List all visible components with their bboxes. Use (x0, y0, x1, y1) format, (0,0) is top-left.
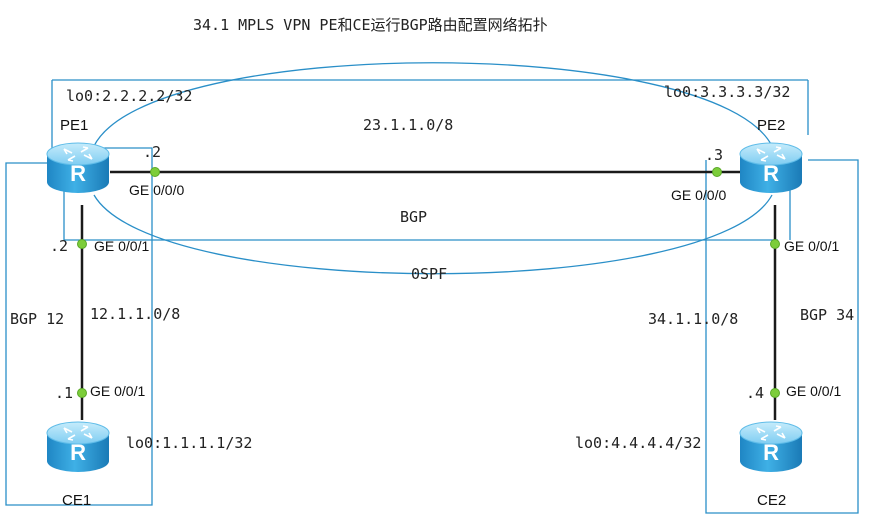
pe1-name: PE1 (60, 117, 88, 134)
pe2-ge000-label: GE 0/0/0 (671, 187, 726, 203)
pe1-ge000-label: GE 0/0/0 (129, 182, 184, 198)
ce2-name: CE2 (757, 492, 786, 509)
pe1-ge001-host: .2 (50, 237, 68, 255)
diagram-title: 34.1 MPLS VPN PE和CE运行BGP路由配置网络拓扑 (193, 16, 548, 34)
pe2-ge000-host: .3 (705, 146, 723, 164)
ce2-ge001-label: GE 0/0/1 (786, 383, 841, 399)
ce2-loopback: lo0:4.4.4.4/32 (575, 434, 701, 452)
ce1-ge001-host: .1 (55, 384, 73, 402)
pe1-ge000-host: .2 (143, 143, 161, 161)
bgp34-area-border (705, 159, 859, 514)
ce1-ge001-label: GE 0/0/1 (90, 383, 145, 399)
port-dot-ce2-ge001 (770, 388, 780, 398)
port-dot-pe2-ge001 (770, 239, 780, 249)
ospf-lower-arc (93, 194, 773, 275)
pe2-ge001-label: GE 0/0/1 (784, 238, 839, 254)
bgp34-label: BGP 34 (800, 306, 854, 324)
router-pe2-icon[interactable] (739, 142, 803, 194)
pe1-ge001-label: GE 0/0/1 (94, 238, 149, 254)
ce2-ge001-host: .4 (746, 384, 764, 402)
bgp12-label: BGP 12 (10, 310, 64, 328)
port-dot-pe1-ge000 (150, 167, 160, 177)
router-ce1-icon[interactable] (46, 421, 110, 473)
bgp-core-label: BGP (400, 208, 427, 226)
link-pe2-ce2-network: 34.1.1.0/8 (648, 310, 738, 328)
pe2-loopback: lo0:3.3.3.3/32 (664, 83, 790, 101)
ce1-name: CE1 (62, 492, 91, 509)
ibgp-upper-arc (93, 62, 773, 147)
link-pe1-ce1-network: 12.1.1.0/8 (90, 305, 180, 323)
port-dot-pe2-ge000 (712, 167, 722, 177)
ospf-label: 0SPF (411, 265, 447, 283)
port-dot-ce1-ge001 (77, 388, 87, 398)
ce1-loopback: lo0:1.1.1.1/32 (126, 434, 252, 452)
router-ce2-icon[interactable] (739, 421, 803, 473)
pe2-name: PE2 (757, 117, 785, 134)
port-dot-pe1-ge001 (77, 239, 87, 249)
link-pe1-pe2-network: 23.1.1.0/8 (363, 116, 453, 134)
pe1-loopback: lo0:2.2.2.2/32 (66, 87, 192, 105)
router-pe1-icon[interactable] (46, 142, 110, 194)
